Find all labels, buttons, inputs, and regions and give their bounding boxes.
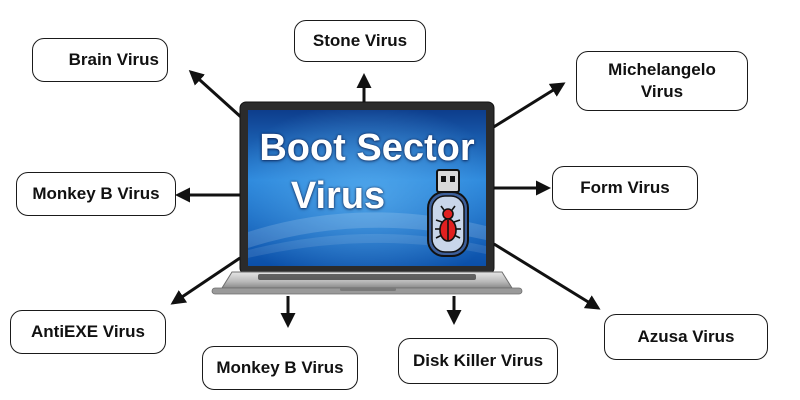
node-disk-killer-label: Disk Killer Virus	[412, 350, 544, 370]
node-michelangelo-label-1: Michelangelo	[608, 59, 716, 79]
arrow-to-brain	[188, 69, 244, 120]
arrow-to-michelangelo	[491, 82, 566, 130]
node-michelangelo-virus: Michelangelo Virus	[576, 51, 748, 111]
node-azusa-label: Azusa Virus	[637, 326, 735, 346]
node-monkey-b-virus-left: Monkey B Virus	[16, 172, 176, 216]
node-antiexe-label: AntiEXE Virus	[31, 321, 145, 341]
node-azusa-virus: Azusa Virus	[604, 314, 768, 360]
center-title-line-2: Virus	[290, 175, 386, 217]
node-form-virus: Form Virus	[552, 166, 698, 210]
node-stone-virus: Stone Virus	[294, 20, 426, 62]
node-stone-virus-label: Stone Virus	[312, 30, 408, 50]
arrow-to-azusa	[493, 242, 601, 310]
node-form-virus-label: Form Virus	[580, 177, 670, 197]
center-title-line-1: Boot Sector	[259, 127, 475, 169]
center-title: Boot Sector Virus	[248, 124, 486, 220]
node-brain-virus-label: Brain Virus	[68, 49, 159, 69]
node-monkey-b-virus-bottom: Monkey B Virus	[202, 346, 358, 390]
node-michelangelo-label-2: Virus	[640, 82, 684, 101]
node-antiexe-virus: AntiEXE Virus	[10, 310, 166, 354]
usb-drive-icon	[427, 169, 469, 257]
node-monkey-b-bottom-label: Monkey B Virus	[216, 357, 344, 377]
arrow-to-antiexe	[170, 256, 241, 305]
bug-icon	[435, 205, 461, 242]
node-disk-killer-virus: Disk Killer Virus	[398, 338, 558, 384]
node-monkey-b-left-label: Monkey B Virus	[32, 183, 160, 203]
node-brain-virus: Brain Virus	[32, 38, 168, 82]
